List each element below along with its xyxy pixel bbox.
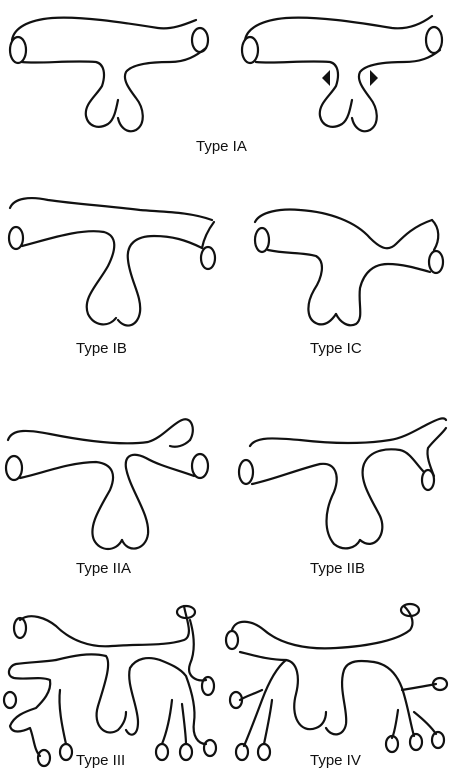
type-iv-label: Type IV <box>310 752 361 769</box>
type-iib-drawing <box>239 418 446 548</box>
type-ia-left-drawing <box>10 18 208 132</box>
type-iii-label: Type III <box>76 752 125 769</box>
type-ia-label: Type IA <box>196 138 247 155</box>
type-iii-drawing <box>4 606 216 766</box>
type-ib-label: Type IB <box>76 340 127 357</box>
type-ic-drawing <box>255 210 443 326</box>
type-iib-label: Type IIB <box>310 560 365 577</box>
type-ic-label: Type IC <box>310 340 362 357</box>
type-iia-drawing <box>6 419 208 549</box>
type-iv-drawing <box>226 604 447 760</box>
type-ib-drawing <box>9 198 215 325</box>
type-ia-right-drawing <box>242 16 442 131</box>
type-iia-label: Type IIA <box>76 560 131 577</box>
